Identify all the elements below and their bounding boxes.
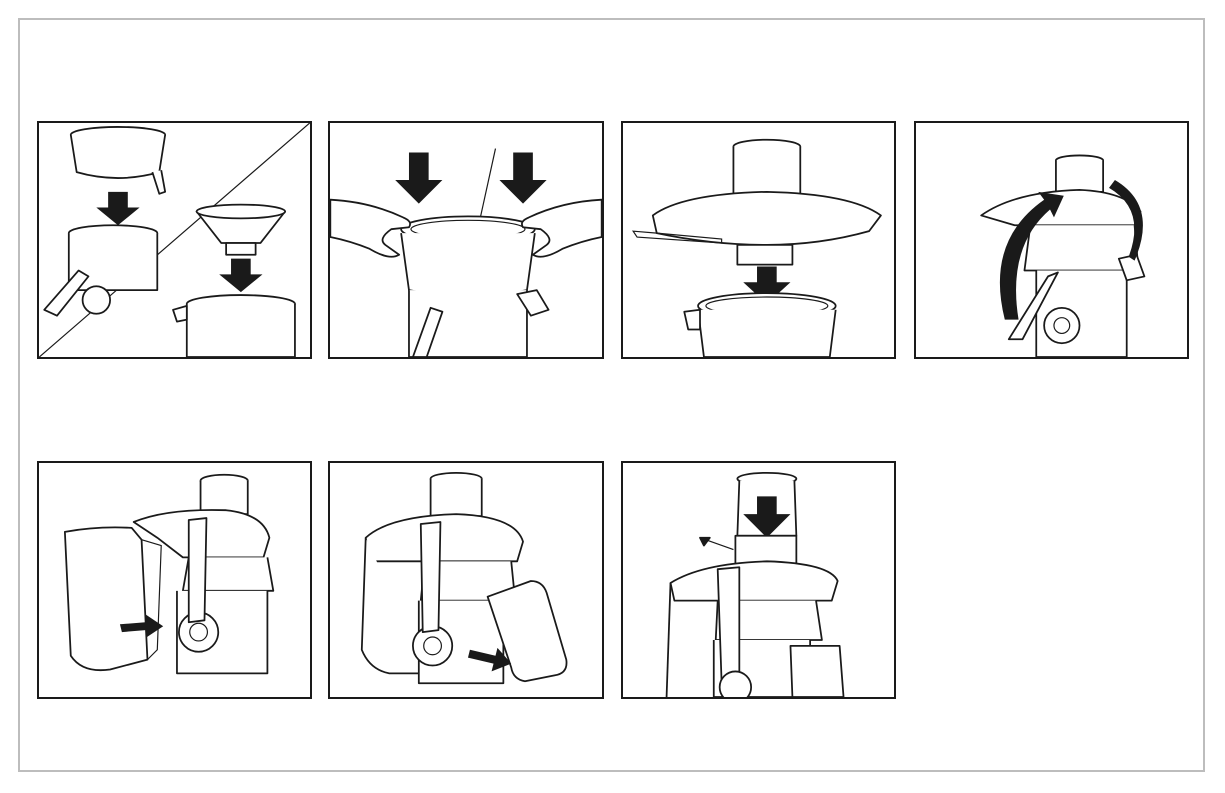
- insert-pusher-illustration: [623, 463, 894, 697]
- attach-juice-jug-illustration: [330, 463, 602, 697]
- step-panel-4: [914, 121, 1189, 359]
- step-panel-7: [621, 461, 896, 699]
- step-panel-1: [37, 121, 312, 359]
- press-filter-down-illustration: [330, 123, 602, 357]
- attach-pulp-container-illustration: [39, 463, 310, 697]
- lock-clamp-illustration: [916, 123, 1187, 357]
- step-panel-2: [328, 121, 604, 359]
- step-panel-6: [328, 461, 604, 699]
- place-lid-illustration: [623, 123, 894, 357]
- attach-filter-and-cone-illustration: [39, 123, 310, 357]
- step-panel-5: [37, 461, 312, 699]
- step-panel-3: [621, 121, 896, 359]
